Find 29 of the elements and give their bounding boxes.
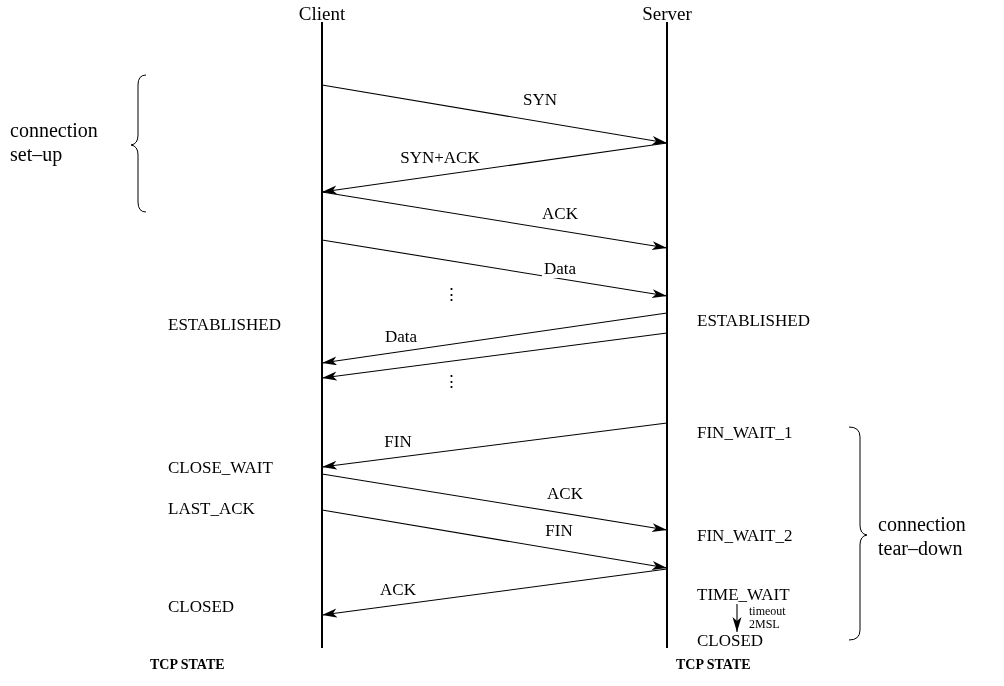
state-label: ESTABLISHED bbox=[697, 312, 810, 330]
state-label: TIME_WAIT bbox=[697, 586, 790, 604]
state-label: CLOSED bbox=[697, 632, 764, 650]
participant-label: Client bbox=[298, 4, 346, 24]
message-arrow bbox=[321, 422, 668, 470]
ellipsis-mark: ⋮ bbox=[443, 285, 460, 305]
state-label: FIN_WAIT_2 bbox=[697, 527, 793, 545]
message-arrow bbox=[321, 332, 668, 381]
state-label: CLOSED bbox=[168, 598, 235, 616]
group-label: connection set–up bbox=[10, 118, 99, 166]
message-arrow bbox=[321, 239, 668, 299]
message-arrow bbox=[321, 473, 668, 533]
message-arrow bbox=[321, 568, 668, 618]
state-label: ESTABLISHED bbox=[168, 316, 281, 334]
edge-label: Data bbox=[541, 260, 579, 278]
state-label: FIN_WAIT_1 bbox=[697, 424, 793, 442]
message-arrow bbox=[321, 191, 668, 251]
ellipsis-mark: ⋮ bbox=[443, 372, 460, 392]
group-label: connection tear–down bbox=[878, 512, 967, 560]
column-heading: TCP STATE bbox=[676, 657, 751, 673]
message-arrow bbox=[732, 603, 742, 633]
column-heading: TCP STATE bbox=[150, 657, 225, 673]
message-arrow bbox=[321, 142, 668, 195]
message-arrow bbox=[321, 509, 668, 570]
message-arrow bbox=[321, 312, 668, 366]
state-label: CLOSE_WAIT bbox=[168, 459, 273, 477]
participant-label: Server bbox=[642, 4, 692, 24]
message-arrow bbox=[321, 84, 668, 145]
state-label: LAST_ACK bbox=[168, 500, 255, 518]
